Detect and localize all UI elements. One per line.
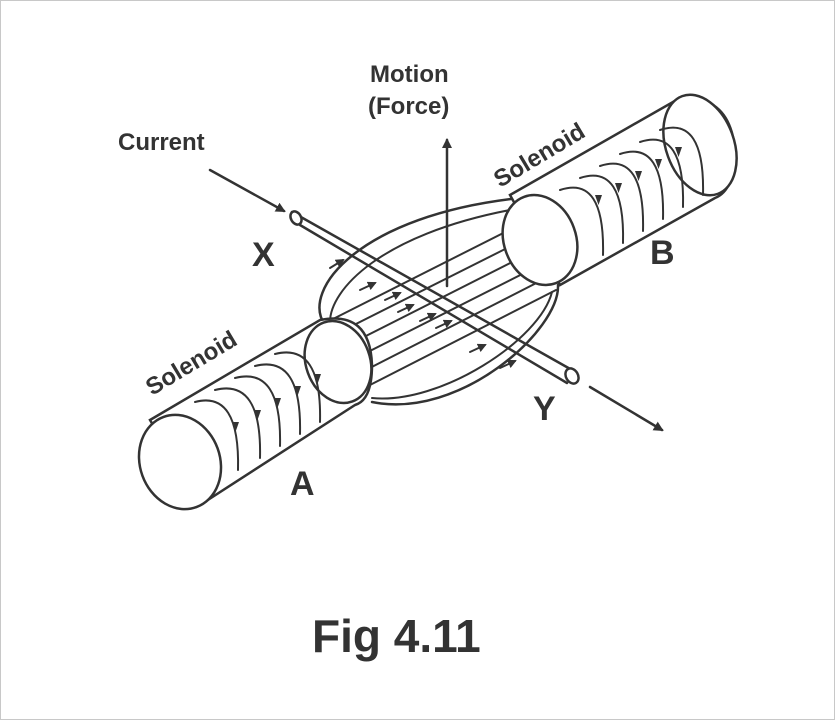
field-envelope-top (318, 196, 522, 327)
current-arrow-in (208, 168, 286, 213)
field-lines (329, 221, 557, 387)
current-label: Current (118, 129, 205, 156)
force-label: (Force) (368, 93, 449, 120)
current-arrow-out (588, 385, 664, 432)
magnetic-field-region (318, 196, 560, 406)
conductor-rod (289, 210, 580, 385)
figure-caption: Fig 4.11 (312, 610, 481, 662)
solenoid-a-label: A (290, 465, 315, 503)
point-x-label: X (252, 236, 275, 274)
motion-label: Motion (370, 61, 449, 88)
solenoid-a (137, 317, 374, 511)
field-envelope-bottom (370, 283, 560, 406)
solenoid-b (501, 93, 738, 287)
point-y-label: Y (533, 390, 556, 428)
solenoid-b-label: B (650, 234, 675, 272)
